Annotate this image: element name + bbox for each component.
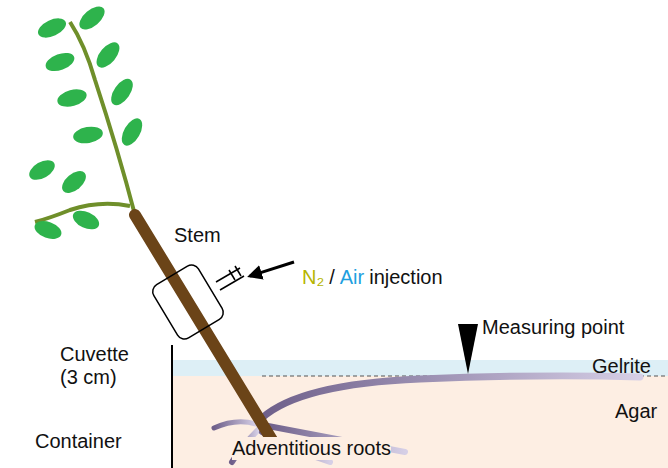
measuring-marker [458,324,478,374]
part-label: Container [35,430,122,453]
container-wall [171,345,173,468]
leaves [26,2,147,242]
layer-label: Agar [615,400,657,423]
part-label: Cuvette (3 cm) [60,343,144,389]
green-stem [35,22,135,222]
part-label: Measuring point [482,316,624,339]
part-label: Adventitious roots [232,437,391,460]
woody-stem [135,215,272,440]
cuvette [150,262,227,342]
injection-arrow [250,262,294,276]
gas-label: injection [369,266,442,289]
part-label: Stem [174,224,221,247]
layer-label: Gelrite [592,355,651,378]
gas-label: Air [340,266,364,289]
adventitious-roots [214,376,640,462]
gas-label: / [329,266,335,289]
injection-port [216,266,244,290]
gas-label: N₂ [302,266,324,289]
